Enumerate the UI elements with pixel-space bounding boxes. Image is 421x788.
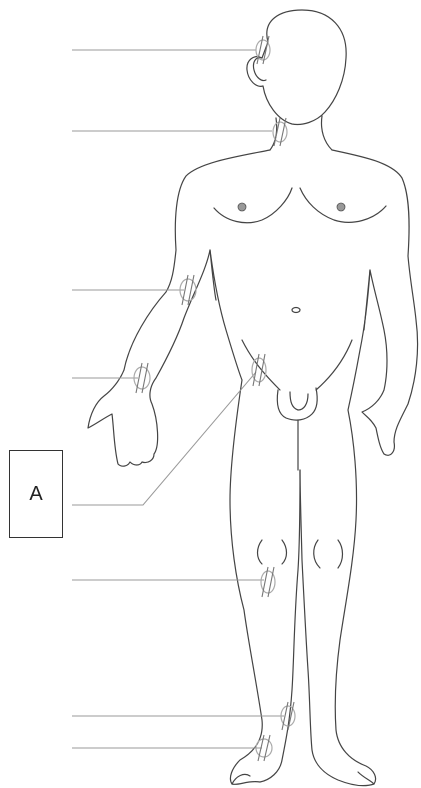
pulse-marker-popliteal — [261, 567, 275, 597]
label-box-text: A — [29, 483, 42, 506]
pulse-marker-temporal — [256, 36, 270, 64]
leader-line-femoral — [72, 372, 256, 505]
pulse-marker-carotid — [273, 118, 287, 146]
right-nipple — [337, 203, 345, 211]
left-nipple — [238, 203, 246, 211]
leader-lines — [72, 50, 284, 748]
pulse-marker-femoral — [252, 354, 266, 386]
pulse-markers — [134, 36, 295, 761]
body-outline — [88, 10, 418, 786]
label-box: A — [9, 450, 63, 538]
